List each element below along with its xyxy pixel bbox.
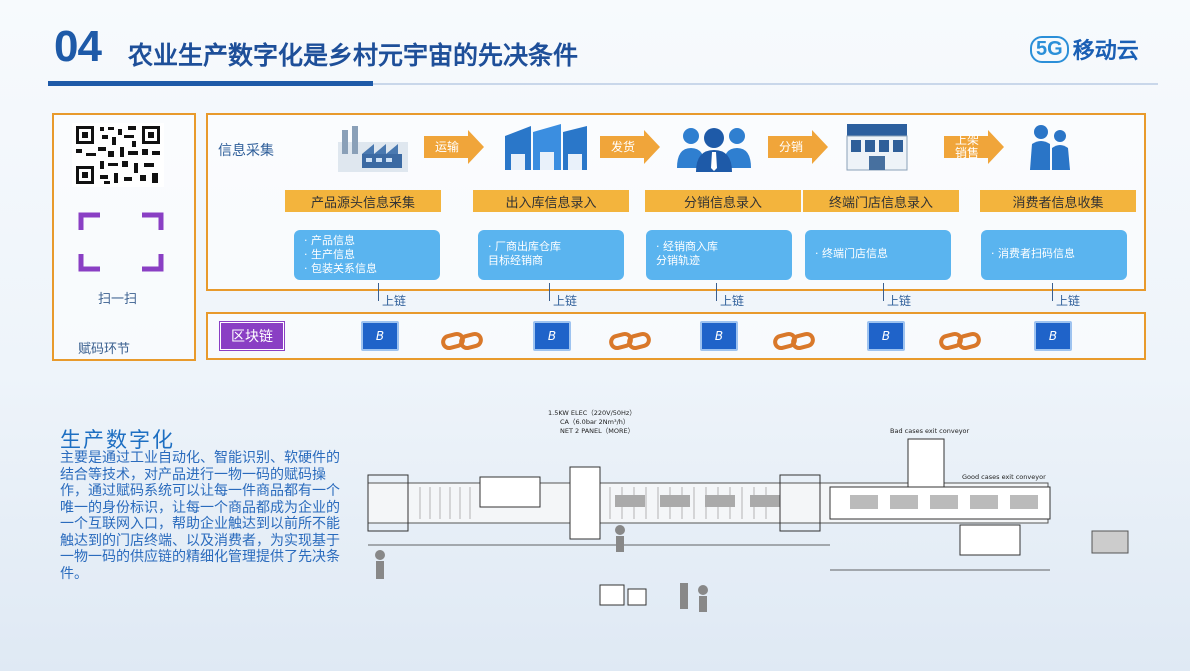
chain-up-line <box>549 283 550 301</box>
chain-up-label: 上链 <box>553 294 578 308</box>
chain-up-line <box>378 283 379 301</box>
diagram-spec-1: 1.5KW ELEC（220V/50Hz） <box>548 409 636 417</box>
arrow-ship-label: 发货 <box>610 139 635 154</box>
bad-conveyor-label: Bad cases exit conveyor <box>890 427 970 435</box>
diagram-spec-3: NET 2 PANEL（MORE） <box>560 427 634 435</box>
scan-label: 扫一扫 <box>98 292 138 307</box>
consumer-icon <box>1030 125 1070 170</box>
chain-link-icon <box>939 331 981 351</box>
qr-code-icon <box>72 123 164 187</box>
slide-title: 农业生产数字化是乡村元宇宙的先决条件 <box>128 41 579 70</box>
stage-tag-source: 产品源头信息采集 <box>285 190 441 212</box>
section-title: 生产数字化 <box>60 428 175 452</box>
slide-number: 04 <box>54 22 102 71</box>
arrow-distribute-label: 分销 <box>778 139 803 154</box>
stage-tag-store: 终端门店信息录入 <box>803 190 959 212</box>
diagram-spec-2: CA（6.0bar 2Nm³/h） <box>560 418 629 426</box>
store-icon <box>846 124 908 171</box>
coding-section-label: 赋码环节 <box>78 342 131 357</box>
chain-up-line <box>883 283 884 301</box>
chain-link-icon <box>609 331 651 351</box>
chain-up-label: 上链 <box>887 294 912 308</box>
arrow-distribute: 分销 <box>768 130 828 164</box>
stage-card-source: · 产品信息 · 生产信息 · 包装关系信息 <box>294 230 440 280</box>
5g-icon: 5G <box>1030 35 1069 63</box>
stage-card-store: · 终端门店信息 <box>805 230 951 280</box>
blockchain-label: 区块链 <box>220 322 284 350</box>
chain-up-line <box>1052 283 1053 301</box>
info-collection-label: 信息采集 <box>218 143 274 159</box>
stage-card-consumer: · 消费者扫码信息 <box>981 230 1127 280</box>
warehouse-icon <box>505 124 587 170</box>
distributors-icon <box>677 128 751 172</box>
production-line-diagram: 1.5KW ELEC（220V/50Hz） CA（6.0bar 2Nm³/h） … <box>367 409 1129 612</box>
arrow-shelf-sale-label: 上架 销售 <box>954 133 979 160</box>
scan-frame-icon <box>78 212 164 272</box>
chain-up-label: 上链 <box>1056 294 1081 308</box>
stage-tag-consumer: 消费者信息收集 <box>980 190 1136 212</box>
section-body: 主要是通过工业自动化、智能识别、软硬件的结合等技术，对产品进行一物一码的赋码操作… <box>60 450 340 582</box>
stage-card-warehouse: · 厂商出库仓库 目标经销商 <box>478 230 624 280</box>
stage-tag-distribution: 分销信息录入 <box>645 190 801 212</box>
brand-logo: 5G 移动云 <box>1030 33 1139 65</box>
arrow-transport: 运输 <box>424 130 484 164</box>
chain-up-label: 上链 <box>720 294 745 308</box>
block-icon: B <box>533 321 571 351</box>
block-icon: B <box>867 321 905 351</box>
chain-up-label: 上链 <box>382 294 407 308</box>
chain-link-icon <box>441 331 483 351</box>
stage-tag-warehouse: 出入库信息录入 <box>473 190 629 212</box>
arrow-ship: 发货 <box>600 130 660 164</box>
blockchain-panel <box>206 312 1146 360</box>
good-conveyor-label: Good cases exit conveyor <box>962 473 1046 481</box>
arrow-shelf-sale: 上架 销售 <box>944 130 1004 164</box>
header-divider <box>48 83 1158 85</box>
brand-name: 移动云 <box>1072 39 1139 64</box>
block-icon: B <box>361 321 399 351</box>
chain-up-line <box>716 283 717 301</box>
header-accent-bar <box>48 81 373 86</box>
chain-link-icon <box>773 331 815 351</box>
factory-icon <box>338 126 408 172</box>
arrow-transport-label: 运输 <box>434 139 459 154</box>
block-icon: B <box>700 321 738 351</box>
block-icon: B <box>1034 321 1072 351</box>
stage-card-distribution: · 经销商入库 分销轨迹 <box>646 230 792 280</box>
